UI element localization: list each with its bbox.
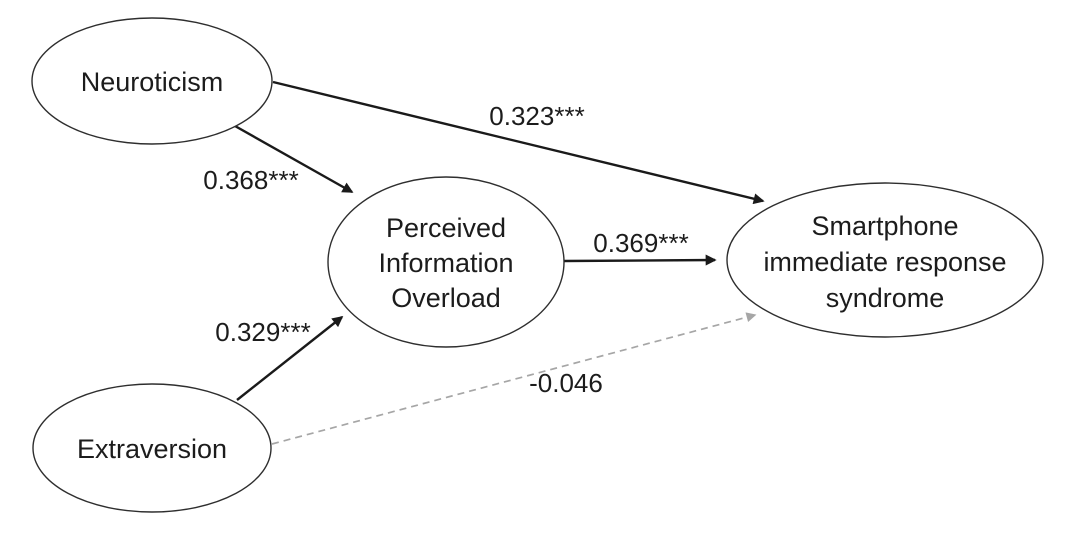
edge-label-group: 0.368*** 0.323*** 0.329*** 0.369*** -0.0… <box>203 101 688 398</box>
node-pio-label-line1: Perceived <box>386 213 506 243</box>
edge-neuroticism-to-overload <box>234 124 354 194</box>
node-group: Neuroticism Extraversion Perceived Infor… <box>31 17 1044 513</box>
node-extraversion-label: Extraversion <box>77 434 227 464</box>
edge-extraversion-to-syndrome-dashed <box>271 312 757 445</box>
node-smartphone-syndrome-label: Smartphone immediate response syndrome <box>763 211 1006 313</box>
node-pio-label-line2: Information <box>378 248 513 278</box>
edge-label-neuroticism-overload: 0.368*** <box>203 165 298 195</box>
node-sirs-label-line3: syndrome <box>826 283 945 313</box>
edge-label-extraversion-overload: 0.329*** <box>215 317 310 347</box>
node-neuroticism-label: Neuroticism <box>81 67 224 97</box>
node-sirs-label-line1: Smartphone <box>811 211 958 241</box>
edge-neuroticism-to-syndrome <box>272 80 765 205</box>
node-pio-label-line3: Overload <box>391 283 501 313</box>
node-extraversion-ellipse <box>32 383 272 513</box>
edge-label-overload-syndrome: 0.369*** <box>593 228 688 258</box>
node-smartphone-syndrome-ellipse <box>726 182 1044 338</box>
edge-group <box>234 80 765 445</box>
edge-label-neuroticism-syndrome: 0.323*** <box>489 101 584 131</box>
node-neuroticism-ellipse <box>31 17 273 145</box>
edge-extraversion-to-overload <box>236 315 344 401</box>
edge-label-extraversion-syndrome: -0.046 <box>529 368 603 398</box>
edge-overload-to-syndrome <box>563 254 717 266</box>
node-perceived-information-overload-ellipse <box>327 176 565 348</box>
node-perceived-information-overload-label: Perceived Information Overload <box>378 213 513 313</box>
node-sirs-label-line2: immediate response <box>763 247 1006 277</box>
